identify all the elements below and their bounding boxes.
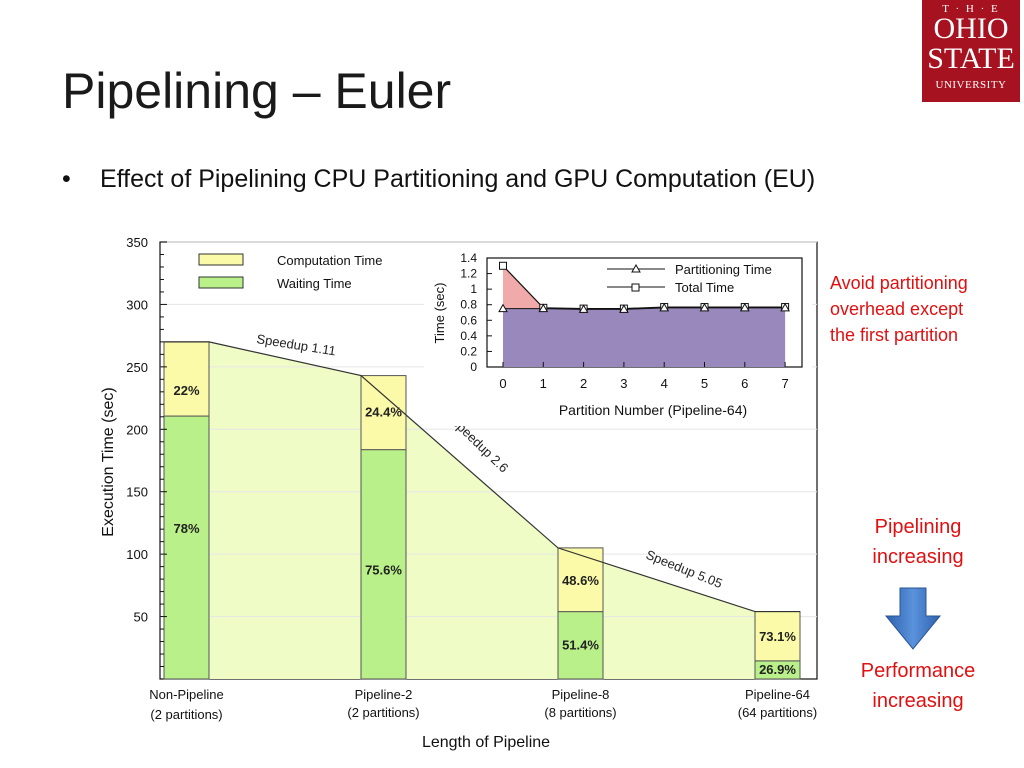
university-logo: T · H · E OHIO STATE UNIVERSITY [922,0,1020,102]
inset-y-tick-label: 0.6 [460,313,477,327]
bar-computation-time [754,611,801,662]
side-line: Performance [860,660,976,682]
legend-label-computation: Computation Time [277,253,383,268]
logo-university: UNIVERSITY [935,79,1007,91]
legend-label-waiting: Waiting Time [277,276,352,291]
main-y-axis-label: Execution Time (sec) [100,387,117,536]
bar-label-computation: 48.6% [562,573,599,588]
performance-increasing-label: Performance increasing [840,656,996,716]
speedup-line [164,341,800,613]
bullet-dot-icon: • [62,165,71,193]
inset-legend-total: Total Time [675,280,734,295]
inset-partition-marker [659,302,670,312]
inset-y-tick-label: 0.2 [460,344,477,358]
bar-computation-time [557,547,604,613]
bar-label-waiting: 78% [173,521,199,536]
inset-y-tick-label: 0.8 [460,298,477,312]
inset-x-tick-label: 0 [499,376,506,391]
y-tick-label: 50 [134,610,148,625]
bar-computation-time [163,341,210,417]
y-tick-label: 300 [126,297,148,312]
inset-x-tick-label: 5 [701,376,708,391]
inset-x-tick-label: 1 [540,376,547,391]
inset-x-tick-label: 6 [741,376,748,391]
bar-waiting-time [360,449,407,680]
inset-partition-marker [739,302,750,312]
inset-partition-marker [498,303,508,313]
inset-partition-marker [699,302,710,312]
down-arrow-icon [884,587,942,650]
inset-y-tick-label: 0.4 [460,329,477,343]
legend-square-marker [631,283,640,292]
speedup-area [164,341,800,679]
y-tick-label: 100 [126,547,148,562]
legend-triangle-marker [631,263,641,273]
main-x-axis-label: Length of Pipeline [422,734,550,751]
side-line: increasing [872,546,964,568]
x-tick-label: (8 partitions) [544,705,616,720]
y-tick-label: 200 [126,422,148,437]
annotation-note: Avoid partitioning overhead except the f… [830,270,968,348]
y-tick-label: 350 [126,235,148,250]
bar-label-computation: 73.1% [759,629,796,644]
x-tick-label: (2 partitions) [347,705,419,720]
inset-partition-marker [619,304,629,313]
inset-x-tick-label: 4 [661,376,668,391]
main-legend: Computation Time Waiting Time [198,253,383,291]
x-tick-label: (64 partitions) [738,705,817,720]
bar-waiting-time [163,415,210,680]
inset-legend: Partitioning Time Total Time [607,262,772,295]
inset-y-tick-label: 0 [470,360,477,374]
inset-x-axis-label: Partition Number (Pipeline-64) [559,402,747,418]
inset-total-line [502,265,786,310]
note-line: the first partition [830,325,959,345]
note-line: overhead except [830,299,964,319]
inset-y-tick-label: 1.4 [460,251,477,265]
inset-y-axis-label: Time (sec) [432,283,447,344]
side-line: increasing [872,690,964,712]
x-tick-label: Pipeline-8 [552,687,610,702]
legend-swatch-waiting [198,276,244,289]
bar-label-waiting: 75.6% [365,563,402,578]
logo-state: STATE [927,42,1015,75]
bar-waiting-time [557,611,604,680]
bar-label-waiting: 26.9% [759,662,796,677]
bar-label-computation: 22% [173,383,199,398]
inset-y-tick-label: 1.2 [460,267,477,281]
inset-x-tick-label: 7 [781,376,788,391]
x-tick-label: Pipeline-64 [745,687,810,702]
side-line: Pipelining [874,516,962,538]
bar-computation-time [360,375,407,451]
inset-total-marker [499,261,507,270]
pipelining-increasing-label: Pipelining increasing [840,512,996,572]
note-line: Avoid partitioning [830,273,968,293]
bullet-text: Effect of Pipelining CPU Partitioning an… [100,165,816,193]
inset-x-tick-label: 2 [580,376,587,391]
slide-title: Pipelining – Euler [62,63,452,119]
inset-legend-partitioning: Partitioning Time [675,262,772,277]
logo-the: T · H · E [942,3,1000,15]
x-tick-label: Non-Pipeline [149,687,223,702]
bar-label-waiting: 51.4% [562,638,599,653]
y-tick-label: 250 [126,360,148,375]
legend-swatch-computation [198,253,244,266]
inset-partition-marker [538,303,549,313]
inset-partition-area [503,307,786,367]
inset-partition-marker [578,304,589,313]
inset-partition-marker [780,302,790,312]
x-tick-label: Pipeline-2 [355,687,413,702]
y-tick-label: 150 [126,485,148,500]
logo-ohio: OHIO [933,12,1009,45]
bar-label-computation: 24.4% [365,405,402,420]
inset-partition-line [503,307,786,310]
x-tick-label: (2 partitions) [150,707,222,722]
inset-y-tick-label: 1 [470,282,477,296]
inset-x-tick-label: 3 [620,376,627,391]
